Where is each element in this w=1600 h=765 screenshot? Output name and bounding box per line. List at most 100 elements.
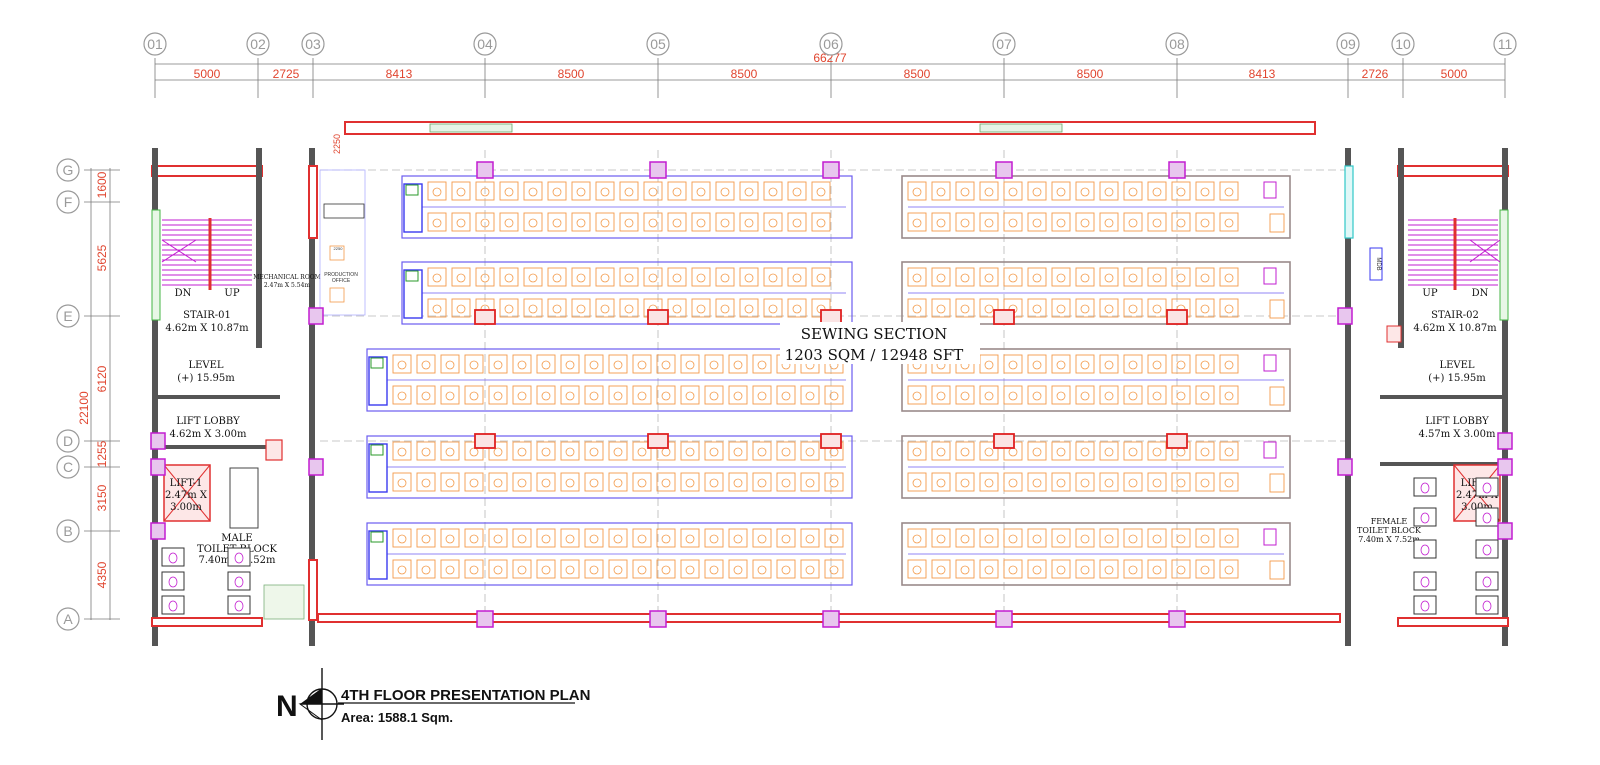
machine-seat-icon — [1176, 534, 1186, 544]
sewing-line-frame — [366, 435, 853, 499]
sewing-machine-icon — [955, 385, 975, 405]
stair-01: DN UP STAIR-01 4.62m X 10.87m — [161, 218, 252, 334]
column-magenta — [150, 458, 166, 476]
sewing-machine-icon — [1219, 559, 1239, 579]
sewing-machine-icon — [440, 559, 460, 579]
stair1-up: UP — [224, 288, 239, 299]
sewing-machine-icon — [1099, 354, 1119, 374]
machine-seat-icon — [805, 478, 815, 488]
sewing-machine-icon — [1171, 354, 1191, 374]
sewing-machine-icon — [536, 385, 556, 405]
sewing-machine-icon — [1123, 181, 1143, 201]
sewing-machine-icon — [1147, 181, 1167, 201]
grid-bubble-08 — [1165, 32, 1189, 56]
machine-seat-icon — [1032, 360, 1042, 370]
sewing-machine-icon — [619, 267, 639, 287]
machine-seat-icon — [517, 447, 527, 457]
overall-depth-dim: 22100 — [77, 391, 91, 425]
machine-seat-icon — [493, 447, 503, 457]
machine-seat-icon — [936, 565, 946, 575]
sewing-machine-icon — [1051, 212, 1071, 232]
sewing-machine-icon — [488, 559, 508, 579]
sewing-machine-icon — [619, 181, 639, 201]
grid-label-01: 01 — [147, 36, 163, 52]
machine-seat-icon — [504, 273, 514, 283]
drawing-title: 4TH FLOOR PRESENTATION PLAN — [341, 687, 590, 704]
machine-seat-icon — [936, 273, 946, 283]
grid-bubble-05 — [646, 32, 670, 56]
sewing-machine-icon — [1027, 298, 1047, 318]
machine-seat-icon — [984, 391, 994, 401]
column-grid-bubbles: 01 02 03 04 05 06 07 08 09 10 11 — [143, 32, 1517, 56]
sewing-machine-icon — [523, 212, 543, 232]
machine-seat-icon — [1104, 478, 1114, 488]
machine-seat-icon — [432, 218, 442, 228]
machine-seat-icon — [648, 218, 658, 228]
sewing-machine-icon — [776, 441, 796, 461]
top-dimension-chain: 66277 5000 2725 8413 8500 8500 8500 8500… — [154, 51, 1506, 98]
machine-seat-icon — [493, 478, 503, 488]
machine-seat-icon — [1056, 391, 1066, 401]
machine-seat-icon — [768, 273, 778, 283]
sewing-machine-icon — [571, 298, 591, 318]
toilet-icon — [1482, 600, 1492, 612]
structural-grid-lines — [320, 150, 1349, 630]
sewing-machine-icon — [464, 354, 484, 374]
sewing-machine-icon — [667, 298, 687, 318]
machine-seat-icon — [541, 447, 551, 457]
machine-seat-icon — [576, 187, 586, 197]
line-end-station — [1263, 441, 1277, 459]
machine-seat-icon — [469, 534, 479, 544]
machine-seat-icon — [685, 478, 695, 488]
svg-text:2250: 2250 — [334, 246, 344, 251]
sewing-machine-icon — [1003, 267, 1023, 287]
sewing-machine-icon — [1027, 212, 1047, 232]
east-sewing-wall-cyan — [1344, 165, 1354, 239]
machine-seat-icon — [565, 565, 575, 575]
sewing-machine-icon — [955, 441, 975, 461]
sewing-machine-icon — [440, 385, 460, 405]
machine-seat-icon — [613, 565, 623, 575]
dim-06-07: 8500 — [904, 67, 931, 81]
sewing-machine-icon — [1075, 528, 1095, 548]
sewing-machine-icon — [1219, 385, 1239, 405]
sewing-machine-icon — [1219, 181, 1239, 201]
sewing-machine-icon — [416, 528, 436, 548]
machine-seat-icon — [696, 273, 706, 283]
machine-seat-icon — [613, 478, 623, 488]
sewing-machine-icon — [752, 472, 772, 492]
machine-seat-icon — [792, 187, 802, 197]
sewing-machine-icon — [715, 212, 735, 232]
machine-seat-icon — [781, 534, 791, 544]
machine-seat-icon — [1104, 218, 1114, 228]
sewing-machine-icon — [1075, 267, 1095, 287]
sewing-machine-icon — [464, 385, 484, 405]
machine-seat-icon — [960, 218, 970, 228]
machine-seat-icon — [648, 273, 658, 283]
machine-seat-icon — [960, 447, 970, 457]
sewing-machine-icon — [488, 354, 508, 374]
sewing-machine-icon — [427, 298, 447, 318]
sewing-machine-icon — [1003, 385, 1023, 405]
machine-seat-icon — [781, 565, 791, 575]
sewing-line-1 — [401, 175, 853, 239]
machine-seat-icon — [709, 391, 719, 401]
sewing-machine-icon — [752, 441, 772, 461]
sewing-machine-icon — [1123, 559, 1143, 579]
machine-seat-icon — [805, 391, 815, 401]
machine-seat-icon — [936, 478, 946, 488]
machine-seat-icon — [768, 218, 778, 228]
machine-seat-icon — [984, 187, 994, 197]
sewing-machine-icon — [800, 441, 820, 461]
machine-seat-icon — [1056, 304, 1066, 314]
sewing-machine-icon — [1027, 528, 1047, 548]
sewing-machine-icon — [931, 441, 951, 461]
machine-seat-icon — [1008, 478, 1018, 488]
machine-seat-icon — [589, 565, 599, 575]
column-magenta — [1337, 307, 1353, 325]
sewing-machine-icon — [1219, 212, 1239, 232]
machine-seat-icon — [1008, 447, 1018, 457]
machine-seat-icon — [1176, 391, 1186, 401]
sewing-machine-icon — [763, 181, 783, 201]
